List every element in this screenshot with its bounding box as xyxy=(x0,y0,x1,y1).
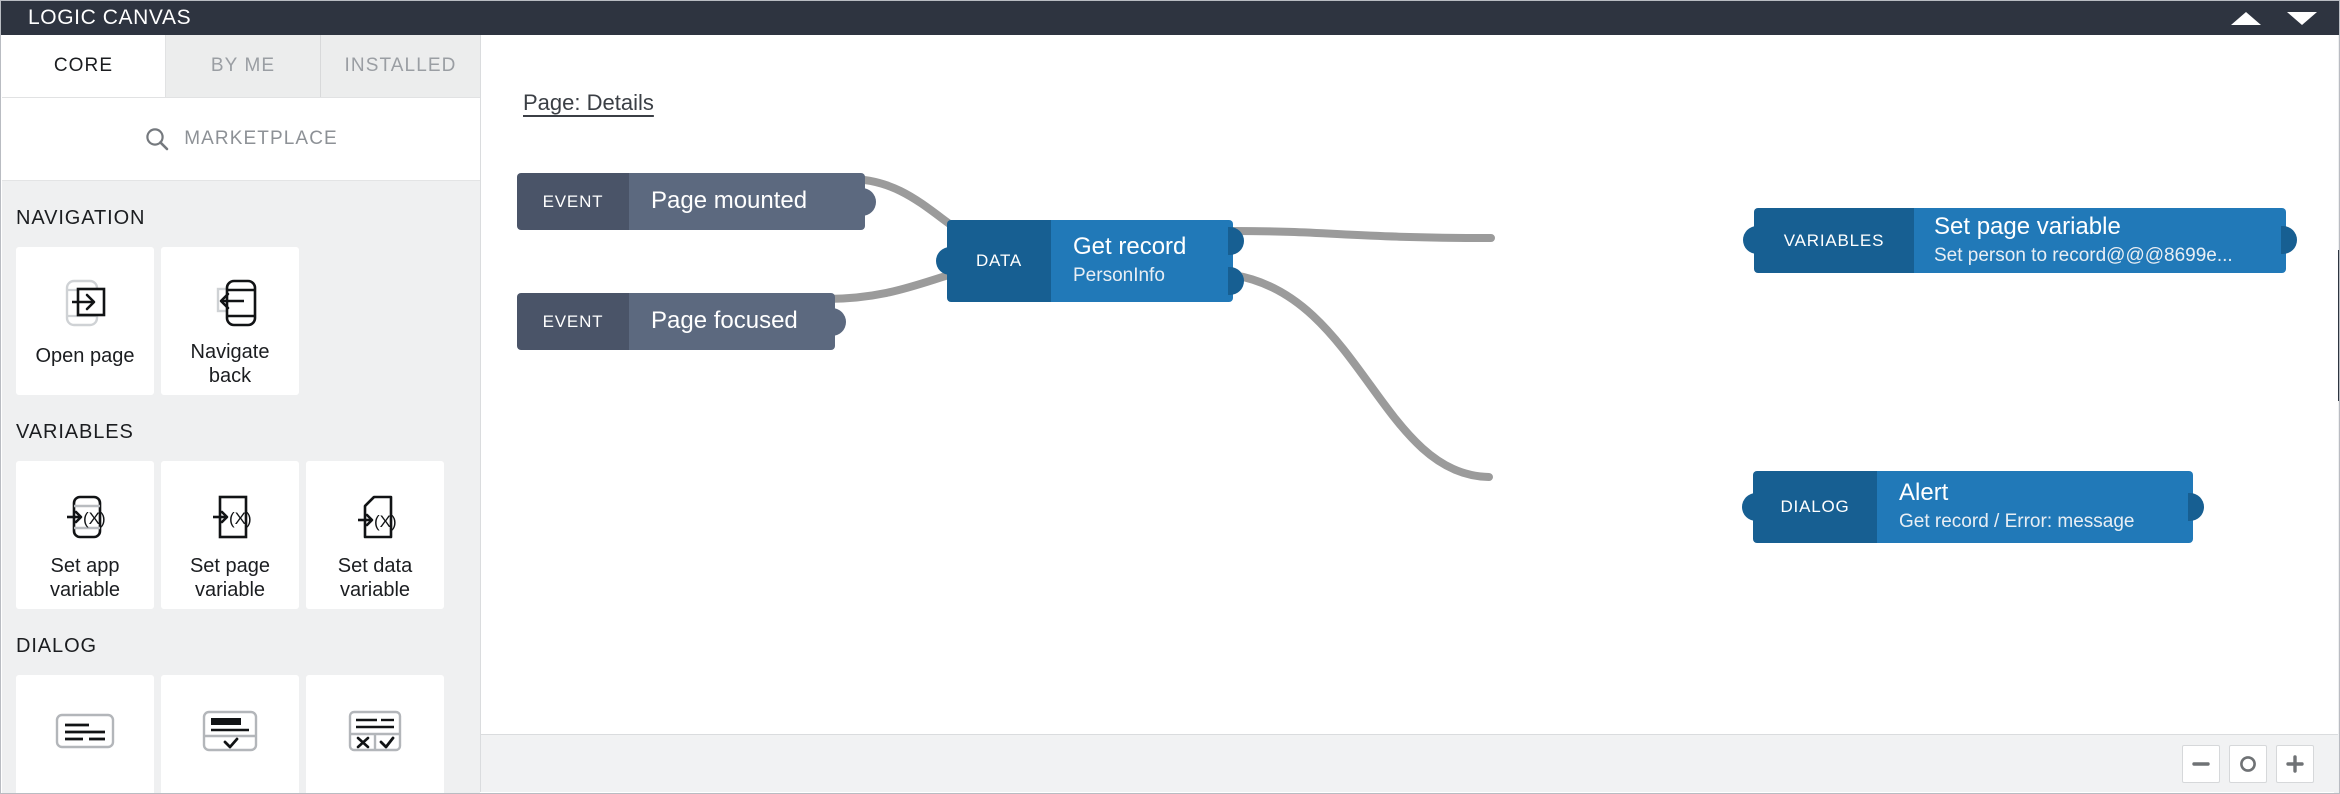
caret-up-icon[interactable] xyxy=(2231,11,2261,25)
node-input-port[interactable] xyxy=(1743,226,1759,254)
node-kind-badge: EVENT xyxy=(517,293,629,350)
set-page-variable-icon: (X) xyxy=(199,461,261,559)
zoom-in-button[interactable] xyxy=(2276,744,2314,783)
node-title: Alert xyxy=(1899,479,1949,507)
node-input-port[interactable] xyxy=(1742,493,1758,521)
card-open-page[interactable]: Open page xyxy=(16,247,154,395)
node-event-page-mounted[interactable]: EVENT Page mounted xyxy=(517,173,876,230)
section-cards-dialog xyxy=(2,675,480,793)
connector-wires xyxy=(821,175,1495,481)
tab-by-me[interactable]: BY ME xyxy=(165,35,320,97)
card-navigate-back[interactable]: Navigate back xyxy=(161,247,299,395)
tab-installed[interactable]: INSTALLED xyxy=(320,35,480,97)
node-title: Get record xyxy=(1073,233,1187,261)
node-output-port[interactable] xyxy=(830,308,846,336)
node-title: Set page variable xyxy=(1934,212,2121,240)
set-data-variable-icon: (X) xyxy=(344,461,406,559)
circle-icon xyxy=(2240,755,2256,772)
tab-core[interactable]: CORE xyxy=(2,35,165,97)
zoom-out-button[interactable] xyxy=(2182,744,2220,783)
node-dialog-alert[interactable]: DIALOG Alert Get record / Error: message xyxy=(1742,471,2204,543)
node-body: Page mounted xyxy=(629,173,865,230)
palette-tabs: CORE BY ME INSTALLED xyxy=(2,35,480,98)
node-output-port[interactable] xyxy=(2188,493,2204,521)
zoom-reset-button[interactable] xyxy=(2229,744,2267,783)
section-title-navigation: NAVIGATION xyxy=(16,207,146,229)
node-data-get-record[interactable]: DATA Get record PersonInfo xyxy=(936,220,1244,302)
card-set-page-variable[interactable]: (X) Set page variable xyxy=(161,461,299,609)
set-app-variable-icon: (X) xyxy=(54,461,116,559)
node-input-port[interactable] xyxy=(936,247,952,275)
node-title: Page focused xyxy=(651,307,798,335)
card-label: Navigate back xyxy=(190,341,270,387)
card-set-data-variable[interactable]: (X) Set data variable xyxy=(306,461,444,609)
navigate-back-icon xyxy=(199,247,261,345)
window-controls xyxy=(2231,1,2317,35)
section-title-dialog: DIALOG xyxy=(16,635,97,657)
node-body: Alert Get record / Error: message xyxy=(1877,471,2193,543)
node-title: Page mounted xyxy=(651,187,808,215)
card-label: Set data variable xyxy=(337,555,413,601)
section-cards-variables: (X) Set app variable (X) Set page variab… xyxy=(2,461,480,609)
flow-canvas[interactable]: Page: Details EVENT Page mounted EVENT P… xyxy=(480,35,2338,734)
node-kind-badge: VARIABLES xyxy=(1754,208,1914,273)
marketplace-label: MARKETPLACE xyxy=(184,128,338,149)
canvas-bottom-toolbar xyxy=(480,734,2338,792)
plus-icon xyxy=(2286,754,2304,773)
node-body: Get record PersonInfo xyxy=(1051,220,1233,302)
action-palette: CORE BY ME INSTALLED MARKETPLACE NAVIGAT… xyxy=(2,35,480,793)
node-output-port[interactable] xyxy=(2281,226,2297,254)
section-title-variables: VARIABLES xyxy=(16,421,134,443)
svg-text:(X): (X) xyxy=(229,509,252,528)
card-alert[interactable] xyxy=(161,675,299,793)
node-body: Set page variable Set person to record@@… xyxy=(1914,208,2286,273)
open-page-icon xyxy=(54,247,116,345)
window-titlebar: LOGIC CANVAS xyxy=(1,1,2339,35)
node-output-port-error[interactable] xyxy=(1228,267,1244,295)
node-body: Page focused xyxy=(629,293,835,350)
card-label: Open page xyxy=(35,345,135,367)
node-kind-badge: DATA xyxy=(947,220,1051,302)
node-subtitle: Set person to record@@@8699e... xyxy=(1934,244,2233,266)
marketplace-search[interactable]: MARKETPLACE xyxy=(2,98,480,181)
breadcrumb[interactable]: Page: Details xyxy=(523,90,654,115)
alert-icon xyxy=(194,675,266,773)
toast-icon xyxy=(49,675,121,773)
card-set-app-variable[interactable]: (X) Set app variable xyxy=(16,461,154,609)
card-toast[interactable] xyxy=(16,675,154,793)
search-icon xyxy=(146,128,169,151)
confirm-icon xyxy=(339,675,411,773)
node-subtitle: PersonInfo xyxy=(1073,265,1165,287)
window-title: LOGIC CANVAS xyxy=(28,6,192,29)
node-kind-badge: DIALOG xyxy=(1753,471,1877,543)
node-subtitle: Get record / Error: message xyxy=(1899,511,2135,533)
node-variables-set-page-variable[interactable]: VARIABLES Set page variable Set person t… xyxy=(1743,208,2297,273)
node-output-port-success[interactable] xyxy=(1228,227,1244,255)
svg-text:(X): (X) xyxy=(374,512,397,531)
node-output-port[interactable] xyxy=(860,188,876,216)
section-cards-navigation: Open page Navigate back xyxy=(2,247,480,395)
card-label: Set page variable xyxy=(189,555,271,601)
svg-text:(X): (X) xyxy=(83,509,106,528)
card-confirm[interactable] xyxy=(306,675,444,793)
node-event-page-focused[interactable]: EVENT Page focused xyxy=(517,293,846,350)
node-kind-badge: EVENT xyxy=(517,173,629,230)
card-label: Set app variable xyxy=(49,555,121,601)
minus-icon xyxy=(2192,761,2210,766)
caret-down-icon[interactable] xyxy=(2287,11,2317,25)
